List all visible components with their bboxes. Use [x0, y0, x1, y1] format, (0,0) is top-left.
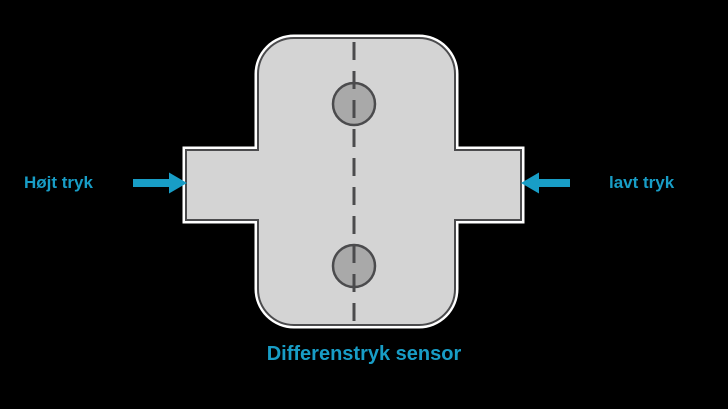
diagram-title: Differenstryk sensor	[266, 343, 462, 365]
low-pressure-arrow-icon	[521, 172, 570, 194]
sensor-body	[185, 37, 522, 326]
low-pressure-label: lavt tryk	[609, 173, 675, 192]
high-pressure-label: Højt tryk	[24, 173, 93, 192]
high-pressure-arrow-icon	[133, 172, 187, 194]
